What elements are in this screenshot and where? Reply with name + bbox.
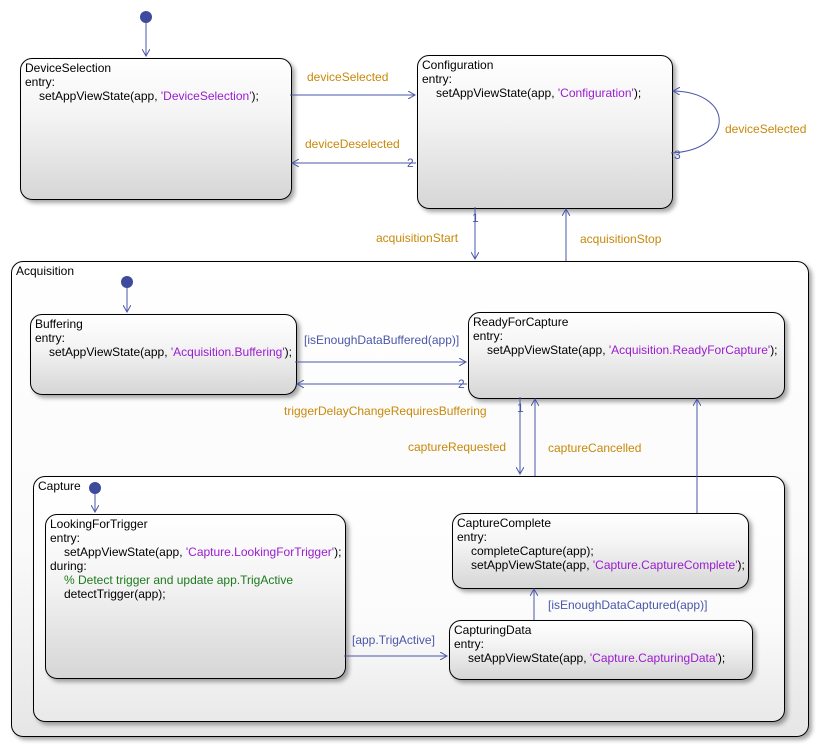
label-acquisition-start: acquisitionStart — [376, 231, 459, 245]
default-dot-acquisition — [121, 276, 133, 288]
default-dot-capture — [89, 482, 101, 494]
transition-device-selected-self[interactable] — [670, 91, 720, 154]
state-name: Acquisition — [16, 264, 75, 278]
action-call: setAppViewState(app, — [471, 558, 593, 572]
order-device-deselected: 2 — [407, 156, 414, 170]
order-trigger-delay: 2 — [458, 377, 465, 391]
action-call: setAppViewState(app, — [39, 89, 161, 103]
label-device-selected: deviceSelected — [307, 70, 389, 84]
label-capture-requested: captureRequested — [408, 440, 507, 454]
label-capture-cancelled: captureCancelled — [548, 441, 642, 455]
action-call: setAppViewState(app, — [436, 86, 558, 100]
action-end: ); — [334, 545, 342, 559]
state-actions: entry: completeCapture(app); setAppViewS… — [457, 530, 745, 572]
order-acquisition-start: 1 — [472, 211, 479, 225]
state-actions: entry: setAppViewState(app, 'Acquisition… — [35, 331, 292, 359]
state-name: Capture — [38, 479, 81, 493]
action-arg: 'Capture.CaptureComplete' — [592, 558, 738, 572]
label-enough-data-captured: [isEnoughDataCaptured(app)] — [548, 598, 708, 612]
action-arg: 'Acquisition.ReadyForCapture' — [608, 343, 771, 357]
action-call: setAppViewState(app, — [468, 651, 590, 665]
default-dot-top — [140, 11, 152, 23]
label-app-trig-active: [app.TrigActive] — [352, 633, 435, 647]
action-call: setAppViewState(app, — [487, 343, 609, 357]
action-end: ); — [737, 558, 745, 572]
action-end: ); — [633, 86, 642, 100]
state-name: Buffering — [35, 317, 83, 331]
entry-keyword: entry: — [473, 329, 504, 343]
entry-keyword: entry: — [25, 75, 56, 89]
action-end: ); — [284, 345, 292, 359]
action-arg: 'Capture.CapturingData' — [589, 651, 718, 665]
action-call: setAppViewState(app, — [49, 345, 171, 359]
entry-keyword: entry: — [50, 531, 81, 545]
action-arg: 'Capture.LookingForTrigger' — [185, 545, 335, 559]
comment-line: % Detect trigger and update app.TrigActi… — [64, 573, 294, 587]
during-keyword: during: — [50, 559, 87, 573]
label-device-deselected: deviceDeselected — [305, 137, 400, 151]
state-actions: entry: setAppViewState(app, 'DeviceSelec… — [25, 75, 259, 103]
action-arg: 'Configuration' — [557, 86, 634, 100]
order-self-loop: 3 — [674, 148, 681, 162]
state-name: ReadyForCapture — [473, 315, 569, 329]
label-acquisition-stop: acquisitionStop — [580, 232, 662, 246]
state-name: DeviceSelection — [25, 61, 112, 75]
state-actions: entry: setAppViewState(app, 'Capture.Loo… — [50, 531, 341, 601]
entry-keyword: entry: — [457, 530, 488, 544]
action-end: ); — [770, 343, 778, 357]
state-device-selection[interactable]: DeviceSelection entry: setAppViewState(a… — [20, 58, 292, 200]
state-actions: entry: setAppViewState(app, 'Configurati… — [422, 72, 641, 100]
state-actions: entry: setAppViewState(app, 'Capture.Cap… — [454, 637, 725, 665]
state-ready-for-capture[interactable]: ReadyForCapture entry: setAppViewState(a… — [468, 312, 785, 399]
entry-keyword: entry: — [35, 331, 66, 345]
state-capturing-data[interactable]: CapturingData entry: setAppViewState(app… — [449, 620, 753, 680]
state-name: CapturingData — [454, 623, 532, 637]
action-arg: 'Acquisition.Buffering' — [170, 345, 285, 359]
action-end: ); — [717, 651, 726, 665]
label-trigger-delay-change: triggerDelayChangeRequiresBuffering — [284, 404, 487, 418]
state-configuration[interactable]: Configuration entry: setAppViewState(app… — [417, 55, 673, 209]
action-end: ); — [251, 89, 259, 103]
state-capture-complete[interactable]: CaptureComplete entry: completeCapture(a… — [452, 513, 749, 589]
action-arg: 'DeviceSelection' — [160, 89, 252, 103]
action-call-complete: completeCapture(app); — [471, 544, 594, 558]
state-name: Configuration — [422, 58, 494, 72]
during-call: detectTrigger(app); — [64, 587, 166, 601]
label-enough-data-buffered: [isEnoughDataBuffered(app)] — [304, 333, 460, 347]
label-device-selected-self: deviceSelected — [725, 122, 807, 136]
state-buffering[interactable]: Buffering entry: setAppViewState(app, 'A… — [30, 314, 297, 395]
entry-keyword: entry: — [422, 72, 453, 86]
state-actions: entry: setAppViewState(app, 'Acquisition… — [473, 329, 778, 357]
state-name: LookingForTrigger — [50, 517, 148, 531]
action-call: setAppViewState(app, — [64, 545, 186, 559]
state-name: CaptureComplete — [457, 516, 552, 530]
order-capture-requested: 1 — [517, 401, 524, 415]
entry-keyword: entry: — [454, 637, 485, 651]
state-looking-for-trigger[interactable]: LookingForTrigger entry: setAppViewState… — [45, 514, 346, 679]
